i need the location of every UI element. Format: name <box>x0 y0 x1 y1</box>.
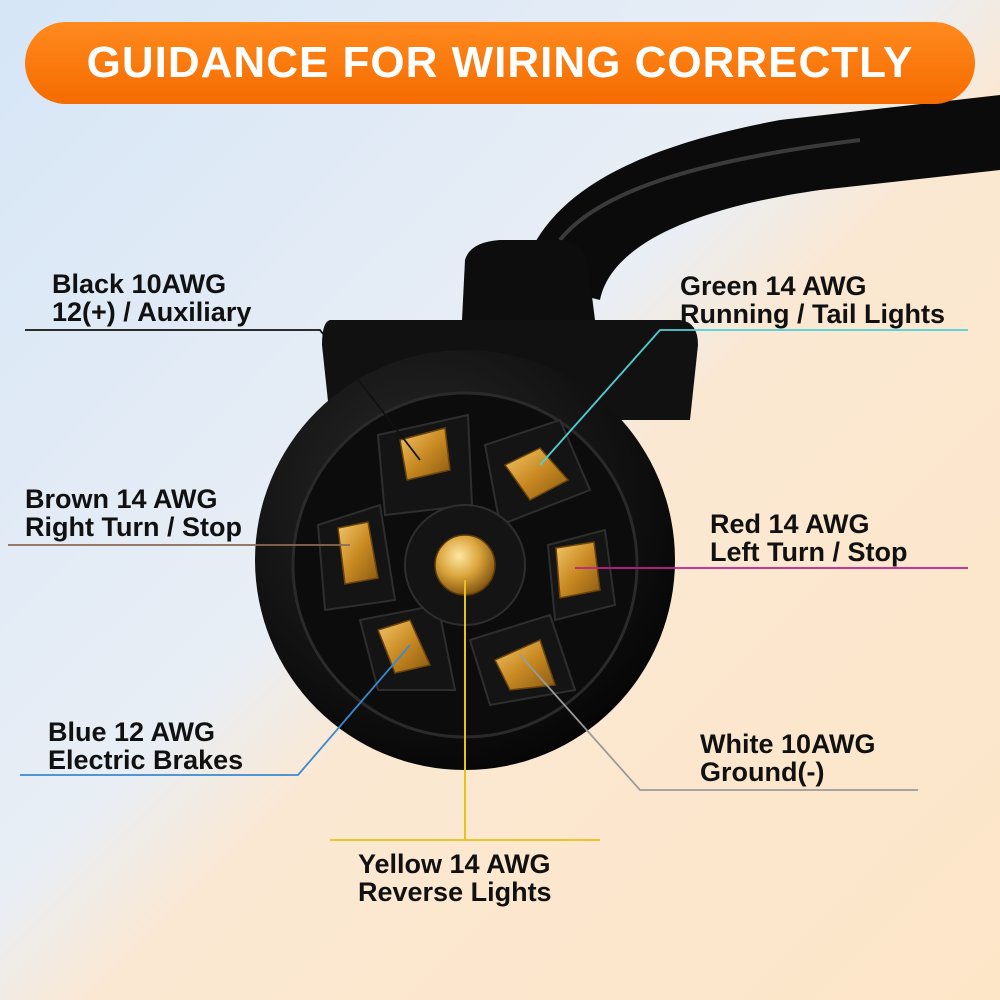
page-title: GUIDANCE FOR WIRING CORRECTLY <box>86 38 914 87</box>
label-black: Black 10AWG 12(+) / Auxiliary <box>52 270 251 326</box>
label-yellow-line2: Reverse Lights <box>358 877 552 907</box>
label-brown: Brown 14 AWG Right Turn / Stop <box>25 485 242 541</box>
leader-white <box>519 654 918 791</box>
label-red: Red 14 AWG Left Turn / Stop <box>710 510 907 566</box>
leader-black <box>25 329 421 461</box>
label-white-line2: Ground(-) <box>700 757 825 787</box>
title-banner: GUIDANCE FOR WIRING CORRECTLY <box>25 22 975 104</box>
label-red-line1: Red 14 AWG <box>710 509 870 539</box>
connector-tab <box>462 240 595 320</box>
label-black-line1: Black 10AWG <box>52 269 227 299</box>
label-black-line2: 12(+) / Auxiliary <box>52 297 252 327</box>
label-green-line2: Running / Tail Lights <box>680 299 945 329</box>
label-yellow-line1: Yellow 14 AWG <box>358 849 551 879</box>
pin-red <box>555 541 601 599</box>
label-white-line1: White 10AWG <box>700 729 876 759</box>
cable <box>520 95 1000 300</box>
label-white: White 10AWG Ground(-) <box>700 730 876 786</box>
label-blue-line2: Electric Brakes <box>48 745 244 775</box>
label-green-line1: Green 14 AWG <box>680 271 867 301</box>
label-brown-line1: Brown 14 AWG <box>25 484 218 514</box>
label-yellow: Yellow 14 AWG Reverse Lights <box>358 850 552 906</box>
leader-green <box>539 329 968 466</box>
label-blue: Blue 12 AWG Electric Brakes <box>48 718 243 774</box>
pin-green <box>503 447 570 501</box>
pin-black <box>399 427 451 481</box>
label-brown-line2: Right Turn / Stop <box>25 512 242 542</box>
pin-blue <box>377 619 432 674</box>
cable-highlight <box>558 138 861 242</box>
pin-brown <box>337 521 379 585</box>
label-red-line2: Left Turn / Stop <box>710 537 908 567</box>
leader-blue <box>20 644 411 776</box>
brass-pins <box>337 427 601 691</box>
label-green: Green 14 AWG Running / Tail Lights <box>680 272 945 328</box>
label-blue-line1: Blue 12 AWG <box>48 717 216 747</box>
